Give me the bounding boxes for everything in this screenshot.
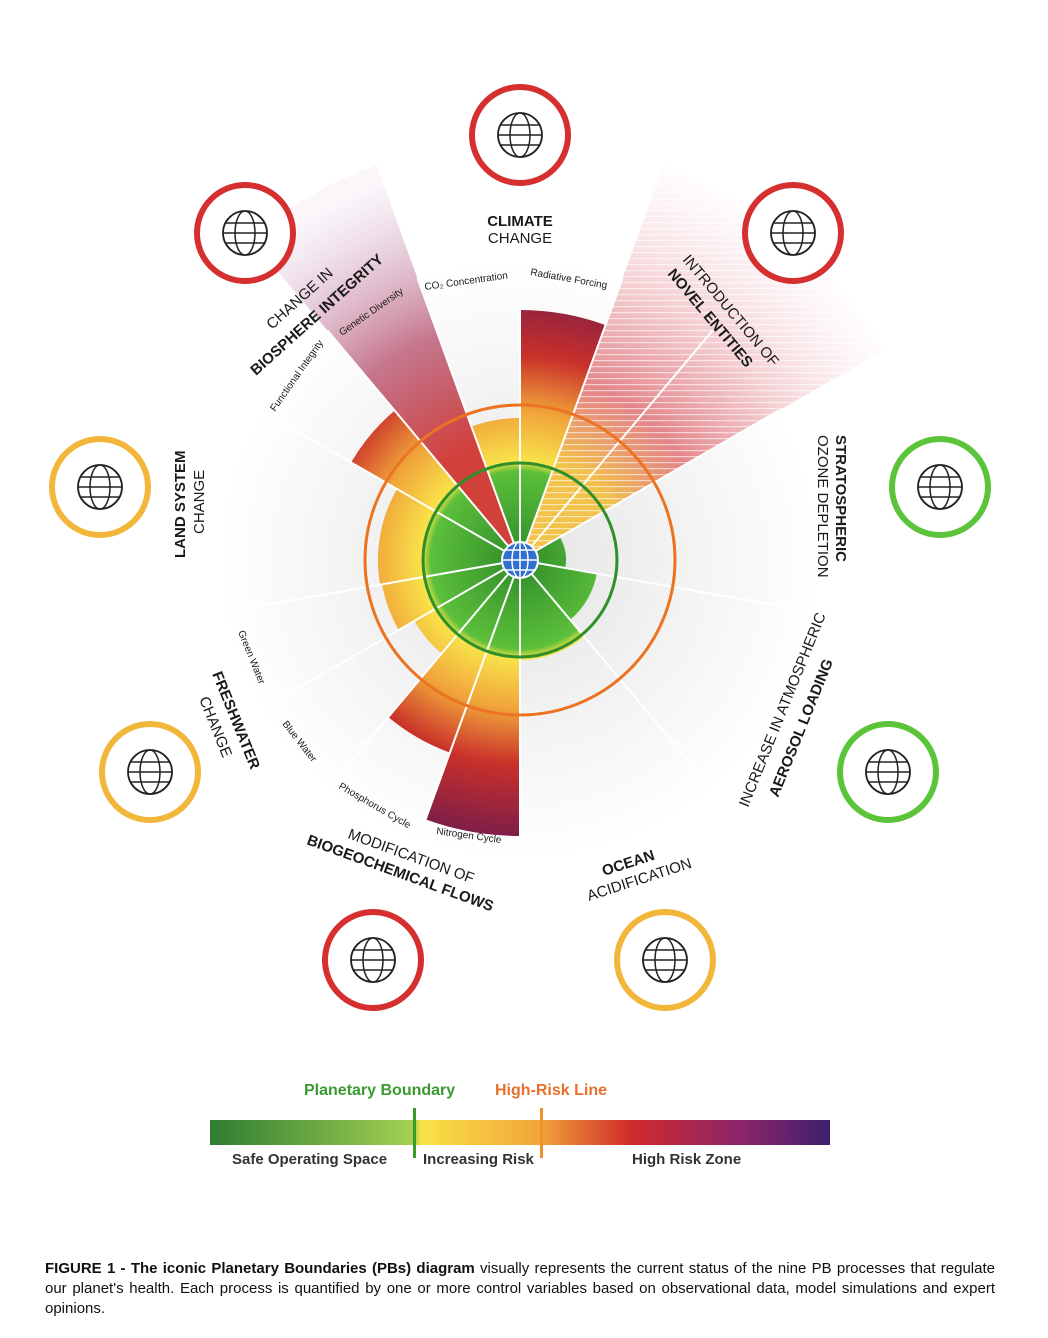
land-label-1: LAND SYSTEM — [172, 450, 189, 558]
ocean-ph-icon — [614, 909, 716, 1011]
wedge-divider — [224, 559, 521, 614]
wedge-land — [378, 489, 520, 585]
legend-planetary-boundary: Planetary Boundary — [304, 1082, 456, 1099]
wedge-divider — [519, 277, 624, 561]
wedge-divider — [519, 329, 714, 561]
figure-caption: FIGURE 1 - The iconic Planetary Boundari… — [45, 1259, 995, 1319]
wedge-ocean — [520, 560, 585, 660]
land-label-2: CHANGE — [191, 470, 208, 534]
legend-high-risk-zone: High Risk Zone — [632, 1151, 742, 1168]
wedge-nitrogen — [425, 560, 520, 836]
globe-center-icon — [501, 541, 539, 579]
caption-bold: FIGURE 1 - The iconic Planetary Boundari… — [45, 1260, 475, 1277]
ozone-label-2: OZONE DEPLETION — [814, 435, 831, 578]
water-drop-icon — [99, 721, 201, 823]
legend-high-risk-marker — [540, 1108, 543, 1158]
legend-boundary-marker — [413, 1108, 416, 1158]
wedge-divider — [326, 329, 521, 561]
pb-diagram: CLIMATE CHANGE CO₂ Concentration Radiati… — [49, 84, 991, 1011]
legend-increasing: Increasing Risk — [423, 1151, 534, 1168]
wedge-divider — [326, 559, 521, 791]
wedge-divider — [416, 277, 521, 561]
wedge-aerosol — [520, 560, 597, 620]
biodiversity-icon — [194, 182, 296, 284]
wedge-green-water — [382, 560, 520, 630]
wedge-divider — [259, 409, 521, 561]
climate-label-2: CHANGE — [488, 230, 552, 247]
wedge-divider — [519, 409, 781, 561]
radiation-chemicals-icon — [742, 182, 844, 284]
climate-label-1: CLIMATE — [487, 213, 553, 230]
caption-text: visually represents the current status o… — [45, 1260, 995, 1317]
plants-fish-icon — [322, 909, 424, 1011]
wedge-radiative — [520, 310, 606, 560]
wedge-genetic-diversity — [250, 165, 520, 560]
wedge-phosphorus — [388, 560, 520, 753]
wedge-divider — [519, 559, 714, 791]
wedge-functional-integrity — [351, 410, 520, 560]
wedge-divider — [519, 559, 816, 614]
wedge-divider — [259, 559, 521, 711]
planetary-boundary-ring — [421, 461, 619, 659]
legend-high-risk-line: High-Risk Line — [495, 1082, 608, 1099]
legend-gradient-bar — [210, 1120, 830, 1145]
thermometer-globe-icon — [469, 84, 571, 186]
wedge-blue-water — [414, 560, 520, 654]
high-risk-ring — [363, 403, 677, 717]
legend-safe: Safe Operating Space — [232, 1151, 388, 1168]
ozone-label-1: STRATOSPHERIC — [832, 435, 849, 562]
land-tree-stump-icon — [49, 436, 151, 538]
ozone-globe-icon — [889, 436, 991, 538]
wedge-divider — [416, 559, 521, 843]
factory-smoke-icon — [837, 721, 939, 823]
